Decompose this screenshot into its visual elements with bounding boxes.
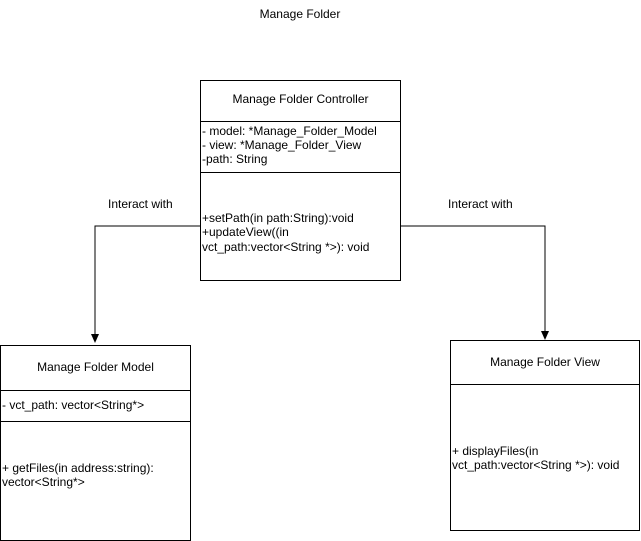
attribute-view: - view: *Manage_Folder_View [202,138,362,152]
attributes-section-controller: - model: *Manage_Folder_Model - view: *M… [201,121,400,172]
arrowhead-view [541,331,549,340]
attribute-vct-path: - vct_path: vector<String*> [2,398,145,412]
operation-displayfiles-line1: + displayFiles(in [452,444,539,458]
operation-displayfiles-line2: vct_path:vector<String *>): void [452,458,620,472]
class-box-controller[interactable]: Manage Folder Controller - model: *Manag… [200,80,401,281]
attribute-model: - model: *Manage_Folder_Model [202,124,377,138]
connector-controller-to-view[interactable] [400,225,546,334]
class-box-view[interactable]: Manage Folder View + displayFiles(in vct… [450,340,640,531]
operation-updateview-line2: vct_path:vector<String *>): void [202,240,370,254]
class-name-view: Manage Folder View [490,355,600,369]
operations-section-controller: +setPath(in path:String):void +updateVie… [201,172,400,280]
class-box-model[interactable]: Manage Folder Model - vct_path: vector<S… [0,345,191,541]
connector-controller-to-model[interactable] [94,225,200,338]
diagram-title: Manage Folder [259,7,341,21]
edge-label-controller-model: Interact with [108,197,173,211]
edge-label-controller-view: Interact with [448,197,513,211]
class-name-model: Manage Folder Model [37,360,154,374]
arrowhead-model [91,334,99,343]
attributes-section-model: - vct_path: vector<String*> [1,390,190,421]
attribute-path: -path: String [202,152,268,166]
operations-section-model: + getFiles(in address:string): vector<St… [1,421,190,540]
operation-getfiles-line1: + getFiles(in address:string): [2,461,154,475]
operation-updateview-line1: +updateView((in [202,225,289,239]
operations-section-view: + displayFiles(in vct_path:vector<String… [451,384,639,530]
class-name-controller: Manage Folder Controller [232,92,369,106]
operation-setpath: +setPath(in path:String):void [202,211,354,225]
operation-getfiles-line2: vector<String*> [2,475,85,489]
